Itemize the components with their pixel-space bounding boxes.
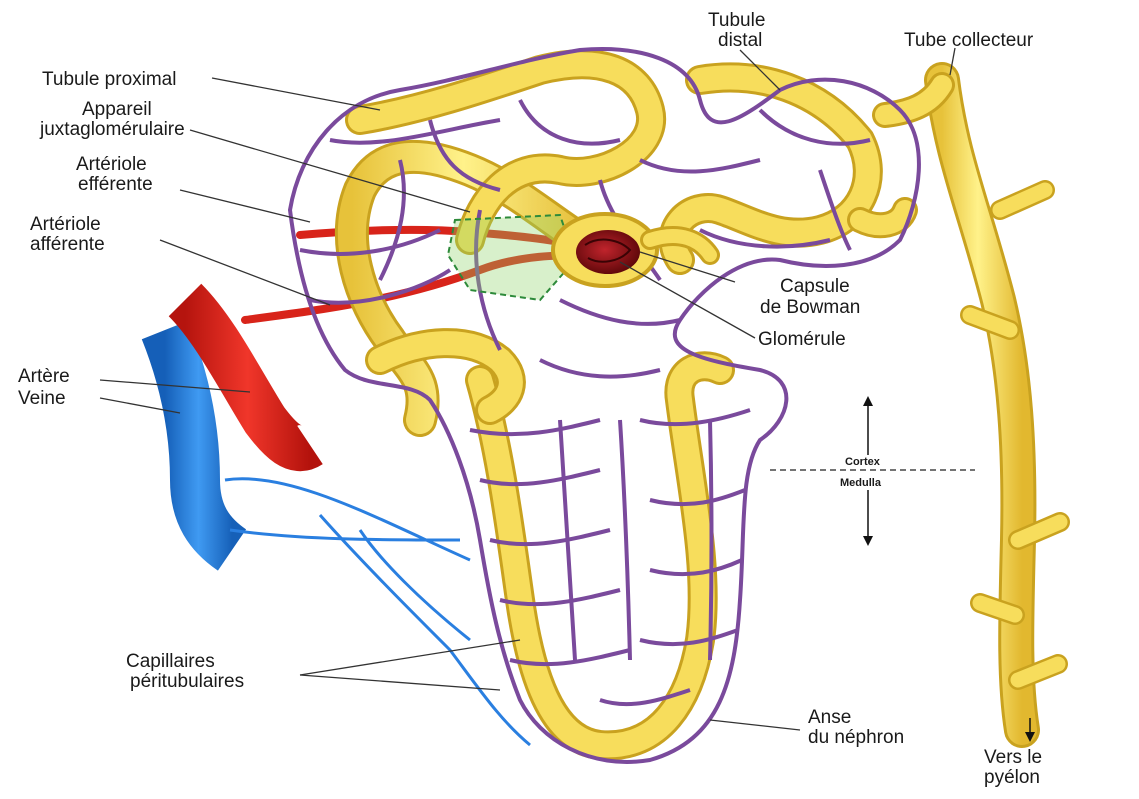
label-arteriole-afferente-2: afférente	[30, 234, 105, 255]
label-anse-1: Anse	[808, 707, 851, 728]
label-vers-pyelon-2: pyélon	[984, 767, 1040, 788]
label-tubule-distal-1: Tubule	[708, 10, 765, 31]
label-anse-2: du néphron	[808, 727, 904, 748]
label-tube-collecteur: Tube collecteur	[904, 30, 1034, 51]
label-arteriole-afferente-1: Artériole	[30, 214, 101, 235]
label-appareil-juxta-2: juxtaglomérulaire	[39, 119, 185, 140]
collecting-duct	[885, 80, 1060, 730]
label-vers-pyelon-1: Vers le	[984, 747, 1042, 768]
label-capillaires-2: péritubulaires	[130, 671, 244, 692]
label-capsule-bowman-1: Capsule	[780, 276, 850, 297]
label-glomerule: Glomérule	[758, 329, 846, 350]
label-arteriole-efferente-1: Artériole	[76, 154, 147, 175]
cortex-medulla-indicator	[770, 396, 1035, 742]
label-capsule-bowman-2: de Bowman	[760, 297, 860, 318]
label-capillaires-1: Capillaires	[126, 651, 215, 672]
label-cortex: Cortex	[845, 456, 881, 468]
label-artere: Artère	[18, 366, 70, 387]
label-tubule-distal-2: distal	[718, 30, 762, 51]
label-arteriole-efferente-2: efférente	[78, 174, 153, 195]
label-tubule-proximal: Tubule proximal	[42, 69, 176, 90]
label-veine: Veine	[18, 388, 66, 409]
label-medulla: Medulla	[840, 477, 882, 489]
label-appareil-juxta-1: Appareil	[82, 99, 152, 120]
